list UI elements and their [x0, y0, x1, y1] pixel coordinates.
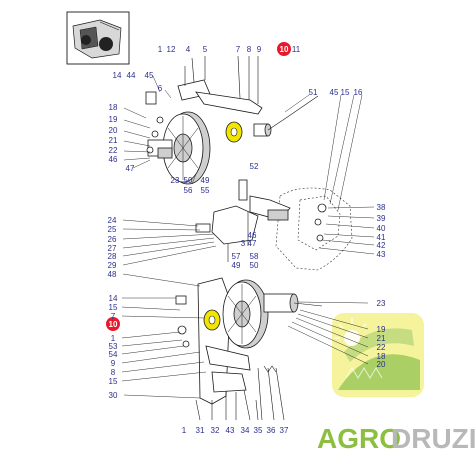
callout-labels: 1 12 4 5 7 8 9 10 11 14 44 45 6 51 45 15… — [108, 45, 386, 435]
callout-57: 57 — [232, 252, 241, 261]
lower-assembly — [175, 277, 323, 421]
callout-22-lower: 22 — [377, 343, 386, 352]
callout-30: 30 — [109, 391, 118, 400]
callout-49: 49 — [201, 176, 210, 185]
callout-29: 29 — [108, 261, 117, 270]
callout-43: 43 — [377, 250, 386, 259]
watermark-agro-text: AGRO — [317, 423, 401, 454]
callout-35: 35 — [254, 426, 263, 435]
yellow-bushing-lower — [203, 309, 221, 331]
callout-44: 44 — [127, 71, 136, 80]
callout-42: 42 — [377, 241, 386, 250]
callout-31: 31 — [196, 426, 205, 435]
callout-20-lower: 20 — [377, 360, 386, 369]
callout-46: 46 — [109, 155, 118, 164]
callout-14: 14 — [113, 71, 122, 80]
callout-14-lower: 14 — [109, 294, 118, 303]
callout-18-lower: 18 — [377, 352, 386, 361]
callout-50-mid: 50 — [250, 261, 259, 270]
callout-21-lower: 21 — [377, 334, 386, 343]
watermark-druzi-text: DRUZI — [391, 423, 475, 454]
callout-39: 39 — [377, 214, 386, 223]
callout-54: 54 — [109, 350, 118, 359]
callout-21: 21 — [109, 136, 118, 145]
callout-23-lower: 23 — [377, 299, 386, 308]
highlight-circle-10-upper — [277, 42, 291, 56]
callout-26: 26 — [108, 235, 117, 244]
callout-15-lower: 15 — [109, 303, 118, 312]
callout-10-highlight-lower: 10 — [109, 320, 118, 329]
callout-7: 7 — [236, 45, 241, 54]
callout-24: 24 — [108, 216, 117, 225]
yellow-bushing-upper — [225, 121, 243, 143]
callout-40: 40 — [377, 224, 386, 233]
callout-48: 48 — [108, 270, 117, 279]
callout-47-mid: 47 — [248, 239, 257, 248]
callout-10-highlight: 10 — [280, 45, 289, 54]
callout-51: 51 — [309, 88, 318, 97]
leader-lines — [121, 75, 375, 399]
callout-1-bottom: 1 — [182, 426, 187, 435]
tractor-thumbnail — [66, 11, 130, 65]
callout-8-lower: 8 — [111, 368, 116, 377]
callout-9: 9 — [257, 45, 262, 54]
callout-53: 53 — [109, 342, 118, 351]
callout-28: 28 — [108, 252, 117, 261]
middle-assembly — [195, 179, 353, 271]
callout-41: 41 — [377, 233, 386, 242]
callout-1-lower: 1 — [111, 334, 116, 343]
callout-11: 11 — [292, 45, 301, 54]
callout-55: 55 — [201, 186, 210, 195]
callout-32: 32 — [211, 426, 220, 435]
callout-16: 16 — [354, 88, 363, 97]
callout-4: 4 — [186, 45, 191, 54]
callout-15-bottom: 15 — [109, 377, 118, 386]
callout-23: 23 — [171, 176, 180, 185]
callout-34: 34 — [241, 426, 250, 435]
callout-50: 50 — [184, 176, 193, 185]
callout-49-mid: 49 — [232, 261, 241, 270]
callout-56: 56 — [184, 186, 193, 195]
callout-46-mid: 46 — [248, 231, 257, 240]
callout-58: 58 — [250, 252, 259, 261]
callout-36: 36 — [267, 426, 276, 435]
callout-27: 27 — [108, 244, 117, 253]
callout-6: 6 — [158, 84, 163, 93]
callout-15: 15 — [341, 88, 350, 97]
callout-20: 20 — [109, 126, 118, 135]
callout-12: 12 — [167, 45, 176, 54]
upper-assembly — [145, 55, 319, 185]
callout-47: 47 — [126, 164, 135, 173]
callout-7-lower: 7 — [111, 312, 116, 321]
watermark-logo — [332, 313, 424, 397]
callout-43-bottom: 43 — [226, 426, 235, 435]
callout-8: 8 — [247, 45, 252, 54]
callout-5: 5 — [203, 45, 208, 54]
callout-19: 19 — [109, 115, 118, 124]
callout-45: 45 — [145, 71, 154, 80]
callout-18: 18 — [109, 103, 118, 112]
callout-9-lower: 9 — [111, 359, 116, 368]
callout-3: 3 — [241, 239, 246, 248]
callout-19-lower: 19 — [377, 325, 386, 334]
callout-1: 1 — [158, 45, 163, 54]
callout-22: 22 — [109, 146, 118, 155]
callout-25: 25 — [108, 225, 117, 234]
callout-38: 38 — [377, 203, 386, 212]
highlight-circle-10-lower — [106, 317, 120, 331]
callout-45-right: 45 — [330, 88, 339, 97]
callout-37: 37 — [280, 426, 289, 435]
callout-52: 52 — [250, 162, 259, 171]
